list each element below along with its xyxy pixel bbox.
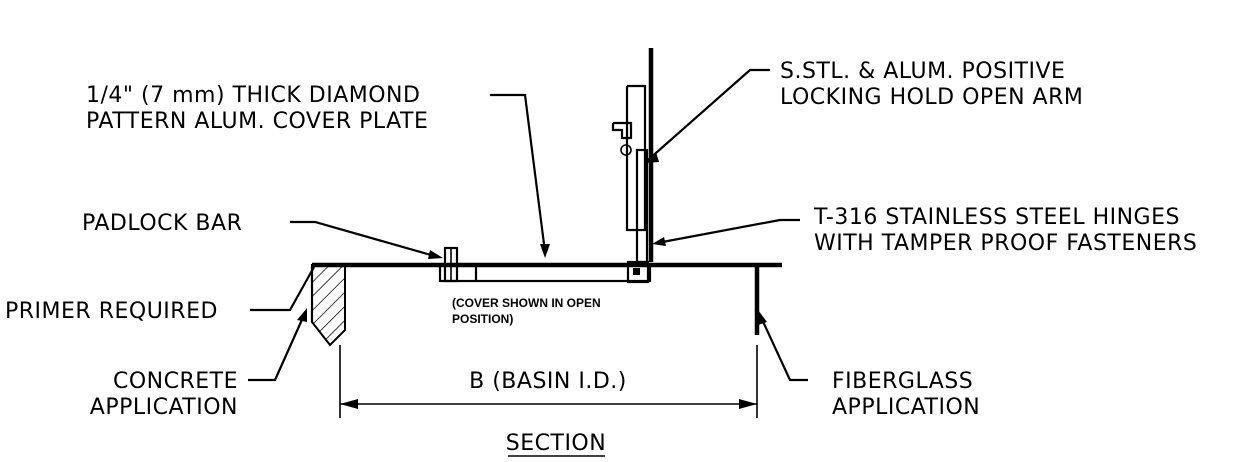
fiberglass-label-2: APPLICATION — [832, 395, 980, 420]
cover-note-1: (COVER SHOWN IN OPEN — [452, 296, 601, 310]
dimension-label: B (BASIN I.D.) — [469, 369, 627, 394]
open-cover-plate — [611, 48, 654, 264]
leader-lines — [248, 68, 808, 382]
hatch-frame — [310, 262, 782, 335]
primer-label: PRIMER REQUIRED — [5, 299, 218, 324]
hinges-label-2: WITH TAMPER PROOF FASTENERS — [814, 231, 1197, 256]
section-title: SECTION — [506, 431, 606, 456]
concrete-label-2: APPLICATION — [90, 395, 238, 420]
padlock-bar — [443, 246, 459, 283]
cover-plate-label-2: PATTERN ALUM. COVER PLATE — [86, 109, 428, 134]
hinges-label-1: T-316 STAINLESS STEEL HINGES — [813, 205, 1180, 230]
concrete-label-1: CONCRETE — [113, 369, 238, 394]
cover-plate-label-1: 1/4" (7 mm) THICK DIAMOND — [86, 83, 420, 108]
concrete-wall — [311, 264, 346, 347]
hold-arm-label-1: S.STL. & ALUM. POSITIVE — [780, 59, 1065, 84]
fiberglass-label-1: FIBERGLASS — [832, 369, 973, 394]
hold-arm-label-2: LOCKING HOLD OPEN ARM — [780, 85, 1083, 110]
cover-note-2: POSITION) — [452, 312, 513, 326]
dimension-line — [339, 345, 758, 418]
padlock-label: PADLOCK BAR — [82, 211, 242, 236]
